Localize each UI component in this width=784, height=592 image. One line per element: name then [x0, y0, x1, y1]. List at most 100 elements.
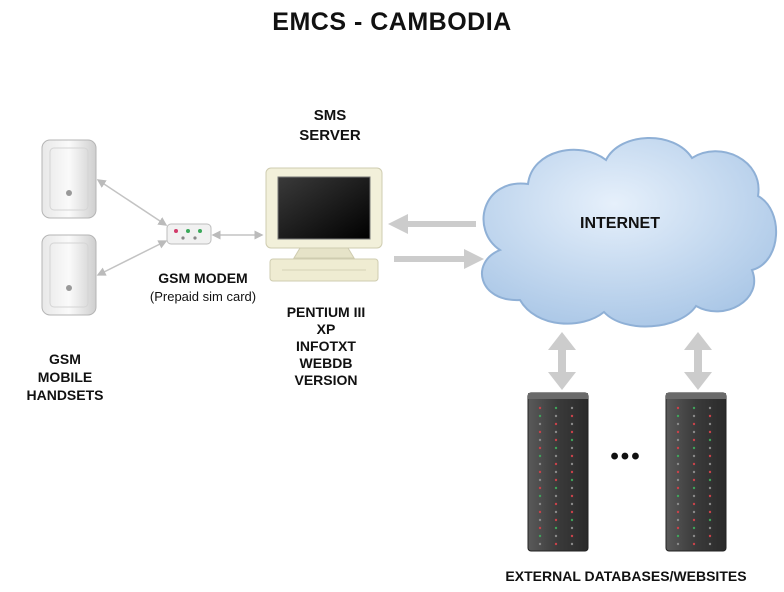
rack-led — [692, 486, 696, 490]
gsm-modem-note: (Prepaid sim card) — [149, 289, 257, 304]
cloud-db-right-arrow — [684, 332, 712, 390]
rack-led — [538, 446, 542, 450]
rack-led — [570, 446, 574, 450]
gsm-handsets-label-line1: GSM — [49, 351, 81, 367]
rack-led — [570, 462, 574, 466]
diagram-title: EMCS - CAMBODIA — [272, 8, 512, 36]
rack-led — [692, 462, 696, 466]
rack-led — [676, 510, 680, 514]
rack-led — [676, 486, 680, 490]
rack-led — [708, 534, 712, 538]
rack-led — [708, 502, 712, 506]
rack-led — [708, 486, 712, 490]
rack-led — [708, 542, 712, 546]
rack-led — [692, 478, 696, 482]
cloud-db-left-arrow — [548, 332, 576, 390]
rack-led — [570, 542, 574, 546]
rack-led — [538, 510, 542, 514]
rack-led — [708, 518, 712, 522]
rack-led — [676, 438, 680, 442]
rack-led — [554, 518, 558, 522]
rack-led — [554, 438, 558, 442]
rack-led — [708, 510, 712, 514]
rack-led — [692, 446, 696, 450]
rack-led — [554, 478, 558, 482]
gsm-handsets-label-line2: MOBILE — [37, 369, 93, 385]
rack-led — [676, 414, 680, 418]
rack-led — [692, 470, 696, 474]
rack-led — [538, 438, 542, 442]
rack-led — [554, 446, 558, 450]
rack-led — [554, 502, 558, 506]
rack-led — [570, 494, 574, 498]
rack-led — [570, 470, 574, 474]
ellipsis-more-servers: ••• — [610, 443, 642, 470]
rack-led — [538, 454, 542, 458]
rack-led — [676, 422, 680, 426]
rack-led — [676, 494, 680, 498]
rack-led — [538, 406, 542, 410]
rack-led — [538, 414, 542, 418]
handset-bottom-modem-arrow — [96, 240, 168, 276]
rack-led — [538, 518, 542, 522]
gsm-handset-bottom — [41, 234, 97, 316]
gsm-handsets-label-line3: HANDSETS — [26, 387, 104, 403]
rack-led — [538, 470, 542, 474]
rack-led — [570, 430, 574, 434]
rack-led — [692, 438, 696, 442]
internet-label: INTERNET — [580, 215, 660, 232]
rack-led — [692, 526, 696, 530]
rack-led — [692, 406, 696, 410]
rack-led — [676, 446, 680, 450]
rack-led — [554, 486, 558, 490]
rack-led — [676, 478, 680, 482]
rack-led — [570, 406, 574, 410]
rack-led — [538, 478, 542, 482]
server-spec-version: VERSION — [294, 372, 358, 388]
rack-led — [554, 542, 558, 546]
rack-led — [554, 534, 558, 538]
rack-led — [554, 494, 558, 498]
rack-led — [692, 422, 696, 426]
rack-led — [554, 406, 558, 410]
rack-led — [538, 526, 542, 530]
server-spec-os: XP — [316, 321, 336, 337]
rack-led — [676, 502, 680, 506]
rack-led — [676, 462, 680, 466]
rack-led — [538, 486, 542, 490]
handset-top-modem-arrow — [96, 179, 168, 226]
rack-led — [554, 454, 558, 458]
sms-server-label-line2: SERVER — [299, 127, 361, 144]
rack-led — [676, 518, 680, 522]
rack-led — [554, 470, 558, 474]
rack-led — [538, 430, 542, 434]
rack-led — [570, 534, 574, 538]
rack-led — [570, 486, 574, 490]
rack-led — [570, 414, 574, 418]
gsm-modem-label: GSM MODEM — [158, 270, 248, 286]
server-internet-arrows — [388, 214, 484, 269]
rack-led — [554, 462, 558, 466]
rack-led — [676, 542, 680, 546]
gsm-modem-icon — [166, 223, 212, 245]
rack-led — [676, 526, 680, 530]
rack-led — [692, 414, 696, 418]
rack-led — [692, 494, 696, 498]
rack-led — [554, 526, 558, 530]
rack-led — [692, 454, 696, 458]
rack-led — [708, 406, 712, 410]
rack-led — [692, 518, 696, 522]
rack-led — [570, 478, 574, 482]
server-spec-software: INFOTXT — [296, 338, 356, 354]
rack-led — [554, 510, 558, 514]
rack-led — [570, 454, 574, 458]
rack-led — [708, 470, 712, 474]
rack-led — [708, 478, 712, 482]
server-specs: PENTIUM III XP INFOTXT WEBDB VERSION — [266, 304, 386, 389]
gsm-handsets-label: GSM MOBILE HANDSETS — [10, 350, 120, 404]
database-server-rack-left — [527, 392, 589, 552]
rack-led — [692, 542, 696, 546]
rack-led — [708, 430, 712, 434]
rack-led — [538, 502, 542, 506]
